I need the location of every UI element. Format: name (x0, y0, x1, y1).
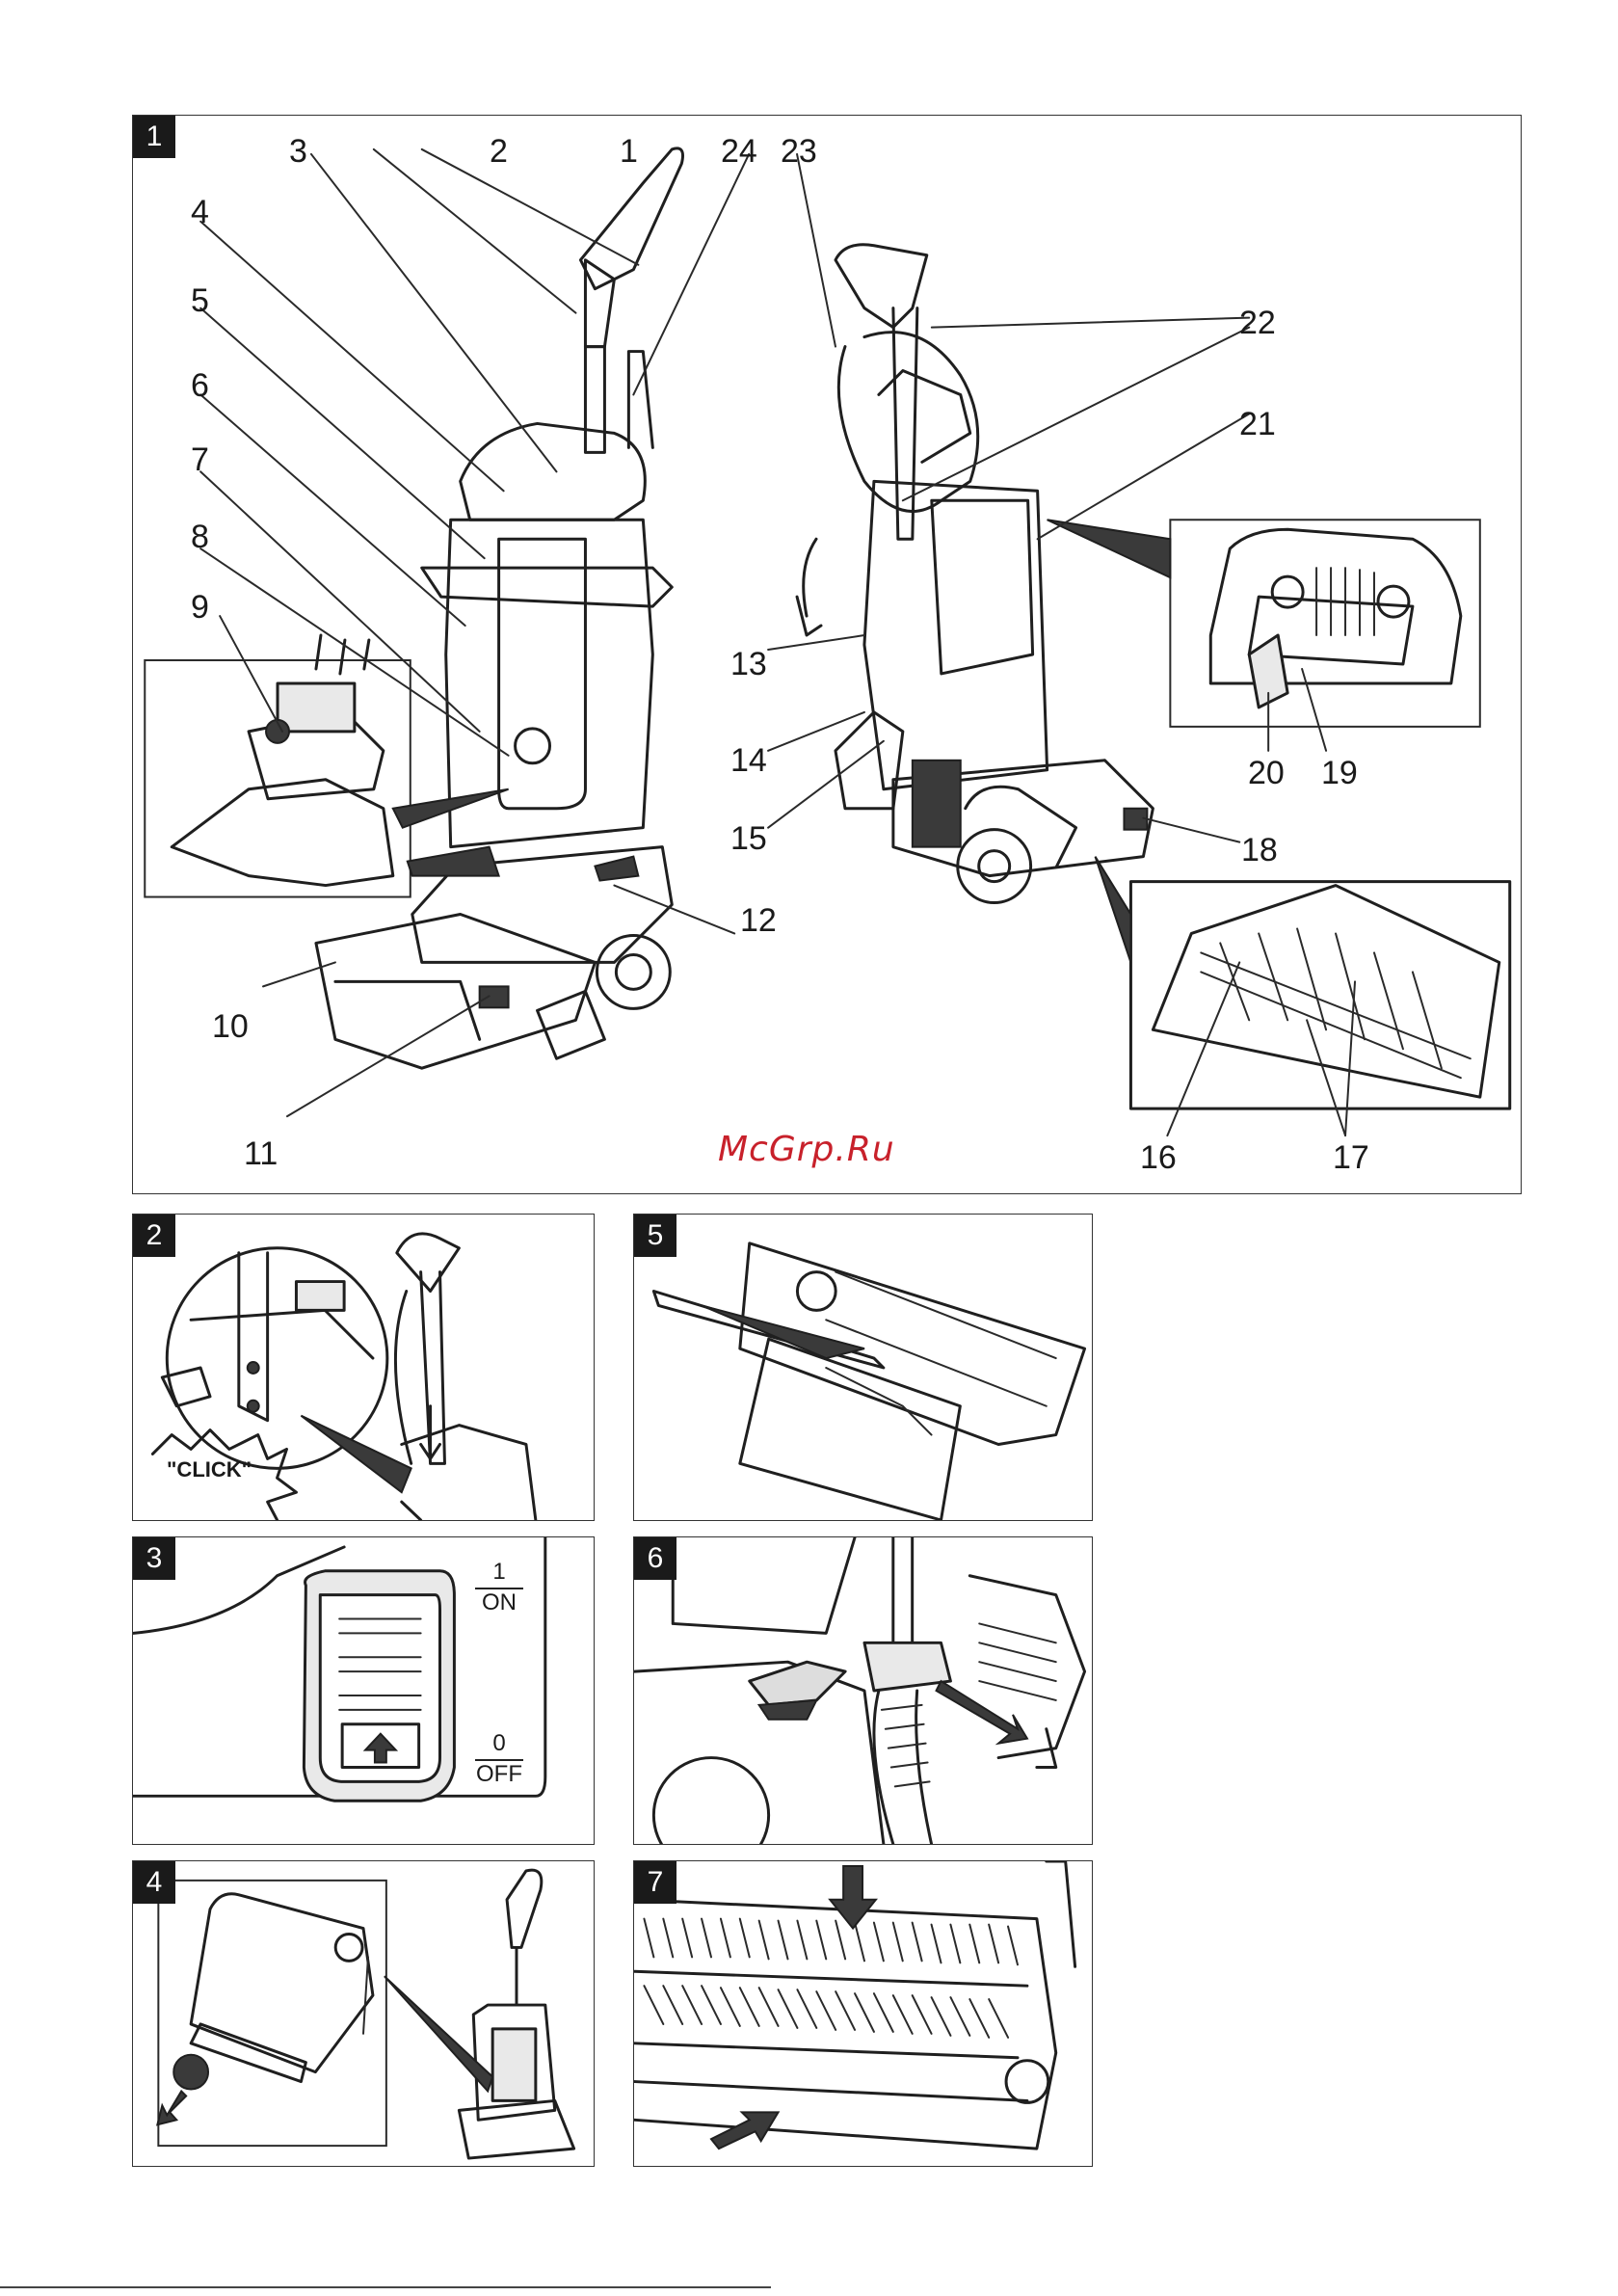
on-number: 1 (475, 1559, 523, 1589)
figure-panel-4: 4 (132, 1860, 595, 2167)
callout-10: 10 (212, 1010, 249, 1043)
off-number: 0 (475, 1730, 523, 1761)
power-switch-illustration (133, 1537, 594, 1844)
panel-number-tag: 7 (634, 1861, 676, 1904)
figure-panel-7: 7 (633, 1860, 1093, 2167)
callout-11: 11 (244, 1137, 278, 1170)
panel-number-tag: 5 (634, 1215, 676, 1257)
callout-18: 18 (1241, 834, 1278, 867)
callout-15: 15 (730, 822, 767, 855)
callout-6: 6 (191, 369, 209, 402)
callout-1: 1 (620, 135, 638, 168)
figure-panel-3: 3 1 ON 0 OFF (132, 1536, 595, 1845)
filter-removal-illustration (133, 1861, 594, 2166)
panel-number-tag: 4 (133, 1861, 175, 1904)
callout-8: 8 (191, 521, 209, 553)
figure-panel-5: 5 (633, 1214, 1093, 1521)
callout-9: 9 (191, 591, 209, 624)
callout-23: 23 (781, 135, 817, 168)
brush-insert-illustration (634, 1861, 1092, 2166)
callout-14: 14 (730, 744, 767, 777)
panel-number-tag: 3 (133, 1537, 175, 1580)
click-sound-text: "CLICK" (167, 1457, 252, 1482)
callout-4: 4 (191, 196, 209, 228)
figure-panel-2: 2 "CLICK" (132, 1214, 595, 1521)
panel-number-tag: 1 (133, 116, 175, 158)
callout-24: 24 (721, 135, 757, 168)
callout-19: 19 (1321, 757, 1358, 789)
watermark-text: McGrp.Ru (718, 1130, 895, 1169)
callout-5: 5 (191, 284, 209, 317)
callout-17: 17 (1333, 1141, 1369, 1174)
callout-13: 13 (730, 648, 767, 681)
hose-detach-illustration (634, 1537, 1092, 1844)
callout-20: 20 (1248, 757, 1285, 789)
callout-22: 22 (1239, 307, 1276, 339)
callout-2: 2 (490, 135, 508, 168)
panel-number-tag: 6 (634, 1537, 676, 1580)
machine-overview-illustration (133, 116, 1521, 1193)
callout-16: 16 (1140, 1141, 1177, 1174)
figure-panel-1: 1 (132, 115, 1522, 1194)
off-text: OFF (476, 1761, 522, 1787)
callout-12: 12 (740, 904, 777, 937)
callout-7: 7 (191, 443, 209, 476)
switch-on-label: 1 ON (475, 1559, 523, 1616)
footer-rule (0, 2286, 771, 2288)
water-tank-removal-illustration (634, 1215, 1092, 1520)
figure-panel-6: 6 (633, 1536, 1093, 1845)
panel-number-tag: 2 (133, 1215, 175, 1257)
callout-21: 21 (1239, 408, 1276, 441)
callout-3: 3 (289, 135, 307, 168)
on-text: ON (482, 1589, 517, 1615)
switch-off-label: 0 OFF (475, 1730, 523, 1788)
